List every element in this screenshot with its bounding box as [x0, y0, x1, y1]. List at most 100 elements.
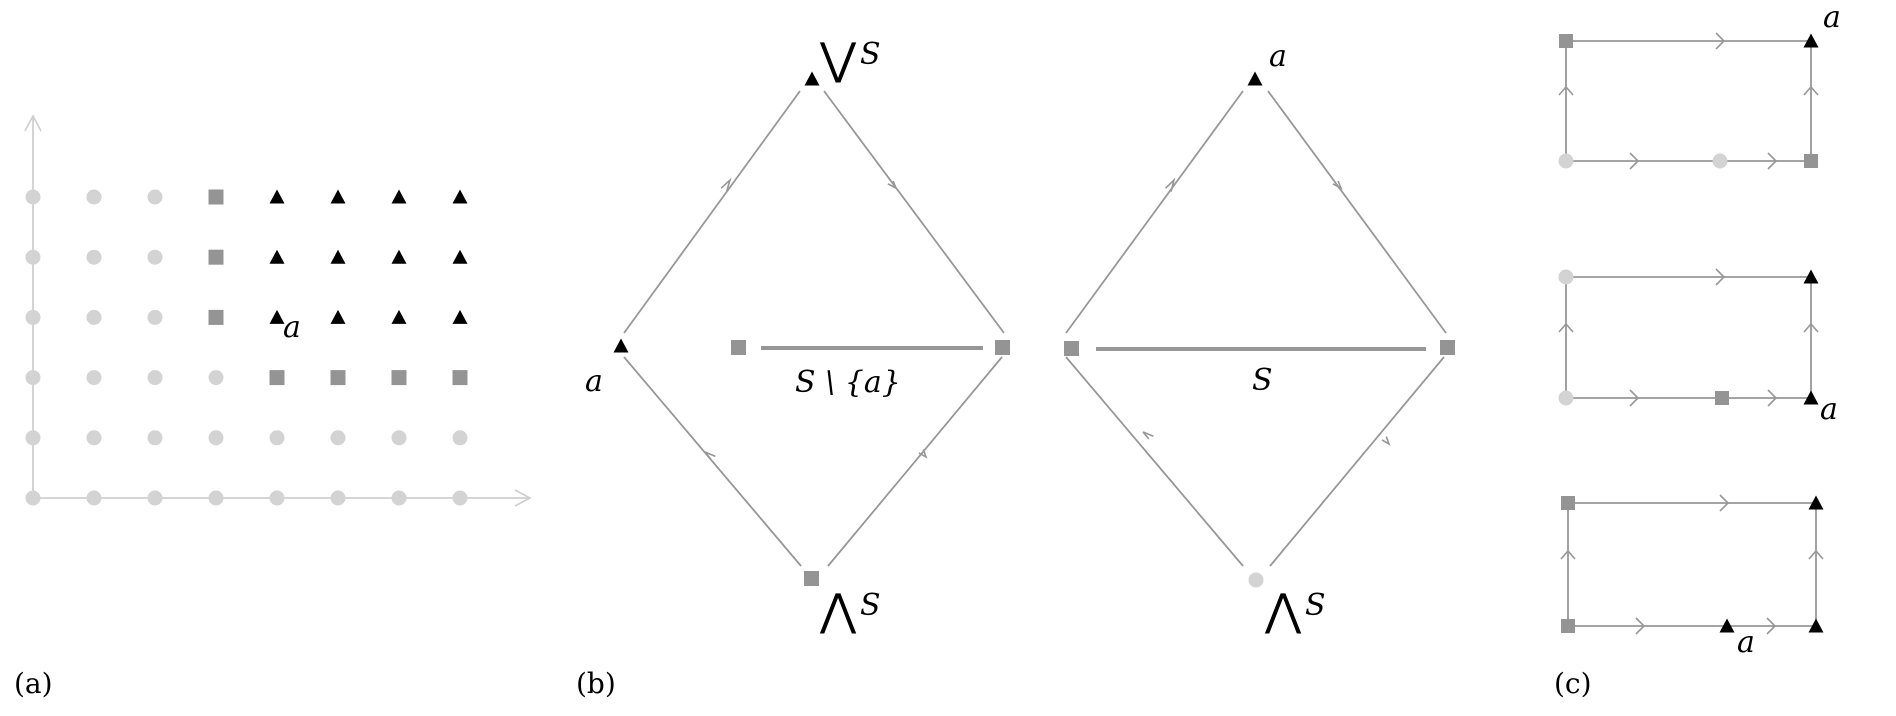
edge-left-lower-right [827, 356, 1003, 567]
grid-point-circle [391, 430, 407, 446]
r3-bottom-left [1561, 619, 1575, 633]
grid-point-circle [86, 309, 102, 325]
node-meet-left [804, 571, 819, 586]
grid-point-circle [147, 490, 163, 506]
r1-bottom-right [1804, 154, 1818, 168]
grid-point-square [452, 370, 468, 386]
panel-a-label: (a) [14, 667, 53, 700]
r1-bottom-mid [1712, 153, 1728, 169]
grid-point-circle [391, 490, 407, 506]
rectangle-1: a [1558, 0, 1841, 170]
edge-left-upper-right [823, 90, 1005, 334]
edge-right-lower-left [1065, 356, 1244, 567]
r1-label: a [1823, 0, 1841, 35]
grid-point-circle [208, 430, 224, 446]
grid-point-square [208, 189, 224, 205]
grid-point-circle [269, 490, 285, 506]
panel-c: a a [1554, 0, 1841, 700]
grid-point-triangle [269, 309, 285, 324]
panel-a: a (a) [14, 114, 532, 700]
grid-point-circle [25, 249, 41, 265]
grid-highlight-label: a [283, 310, 301, 345]
grid-point-circle [25, 309, 41, 325]
r1-top-left [1559, 34, 1573, 48]
grid-point-circle [25, 430, 41, 446]
grid-point-circle [147, 249, 163, 265]
grid-point-circle [452, 430, 468, 446]
node-meet-right [1248, 572, 1264, 588]
grid-point-circle [86, 430, 102, 446]
panel-c-label: (c) [1554, 667, 1592, 700]
join-var: S [860, 37, 881, 72]
grid-point-circle [86, 249, 102, 265]
edge-right-lower-right [1269, 356, 1445, 567]
rectangle-2: a [1558, 268, 1838, 427]
edge-left-upper-left [623, 90, 801, 334]
segment-label-right: S [1252, 363, 1273, 398]
grid-point-circle [330, 430, 346, 446]
r2-bottom-mid [1715, 391, 1729, 405]
grid-point-circle [86, 370, 102, 386]
panel-b-label: (b) [576, 667, 616, 700]
grid-point-triangle [391, 309, 407, 324]
panel-b: ⋁ S a ⋀ S S \ {a} a ⋀ S S (b) [576, 34, 1455, 700]
r2-top-left [1558, 269, 1574, 285]
grid-point-triangle [330, 309, 346, 324]
grid-point-square [330, 370, 346, 386]
meet-symbol-right: ⋀ [1264, 585, 1302, 636]
node-top-a [1247, 71, 1263, 86]
grid-point-square [269, 370, 285, 386]
diamond-left: ⋁ S a ⋀ S S \ {a} [585, 34, 1010, 636]
node-join [804, 71, 820, 86]
grid-point-circle [25, 370, 41, 386]
grid-point-circle [147, 309, 163, 325]
edge-right-upper-left [1065, 90, 1244, 334]
grid-point-circle [25, 490, 41, 506]
grid-point-circle [208, 490, 224, 506]
grid-point-circle [86, 189, 102, 205]
grid-point-circle [208, 370, 224, 386]
r2-bottom-left [1558, 390, 1574, 406]
grid-point-triangle [391, 249, 407, 264]
grid-point-circle [147, 370, 163, 386]
join-symbol: ⋁ [819, 34, 857, 85]
meet-symbol-left: ⋀ [819, 585, 857, 636]
meet-var-left: S [860, 588, 881, 623]
grid-point-circle [452, 490, 468, 506]
r3-top-left [1561, 496, 1575, 510]
grid-point-circle [269, 430, 285, 446]
grid-point-circle [147, 189, 163, 205]
grid-point-square [208, 309, 224, 325]
node-segment-end-right [1440, 340, 1455, 355]
meet-var-right: S [1305, 588, 1326, 623]
grid-point-triangle [269, 189, 285, 204]
segment-label-left: S \ {a} [795, 365, 901, 400]
grid-point-square [391, 370, 407, 386]
grid-point-triangle [452, 309, 468, 324]
grid-point-triangle [452, 189, 468, 204]
grid-point-triangle [391, 189, 407, 204]
grid-point-triangle [269, 249, 285, 264]
grid-point-circle [86, 490, 102, 506]
r1-bottom-left [1558, 153, 1574, 169]
grid-points [25, 189, 468, 506]
grid-point-triangle [452, 249, 468, 264]
rectangle-3: a [1560, 494, 1824, 660]
node-segment-start [731, 340, 746, 355]
grid-point-circle [25, 189, 41, 205]
node-segment-end-left [995, 340, 1010, 355]
grid-point-circle [147, 430, 163, 446]
node-a-left [613, 338, 629, 353]
r3-label: a [1737, 625, 1755, 660]
r2-label: a [1820, 392, 1838, 427]
grid-point-circle [330, 490, 346, 506]
node-segment-start-right [1064, 341, 1079, 356]
grid-point-triangle [330, 249, 346, 264]
node-a-label: a [585, 364, 603, 399]
grid-point-triangle [330, 189, 346, 204]
node-top-a-label: a [1269, 39, 1287, 74]
edge-left-lower-left [623, 356, 802, 567]
grid-point-square [208, 249, 224, 265]
edge-right-upper-right [1267, 90, 1447, 334]
